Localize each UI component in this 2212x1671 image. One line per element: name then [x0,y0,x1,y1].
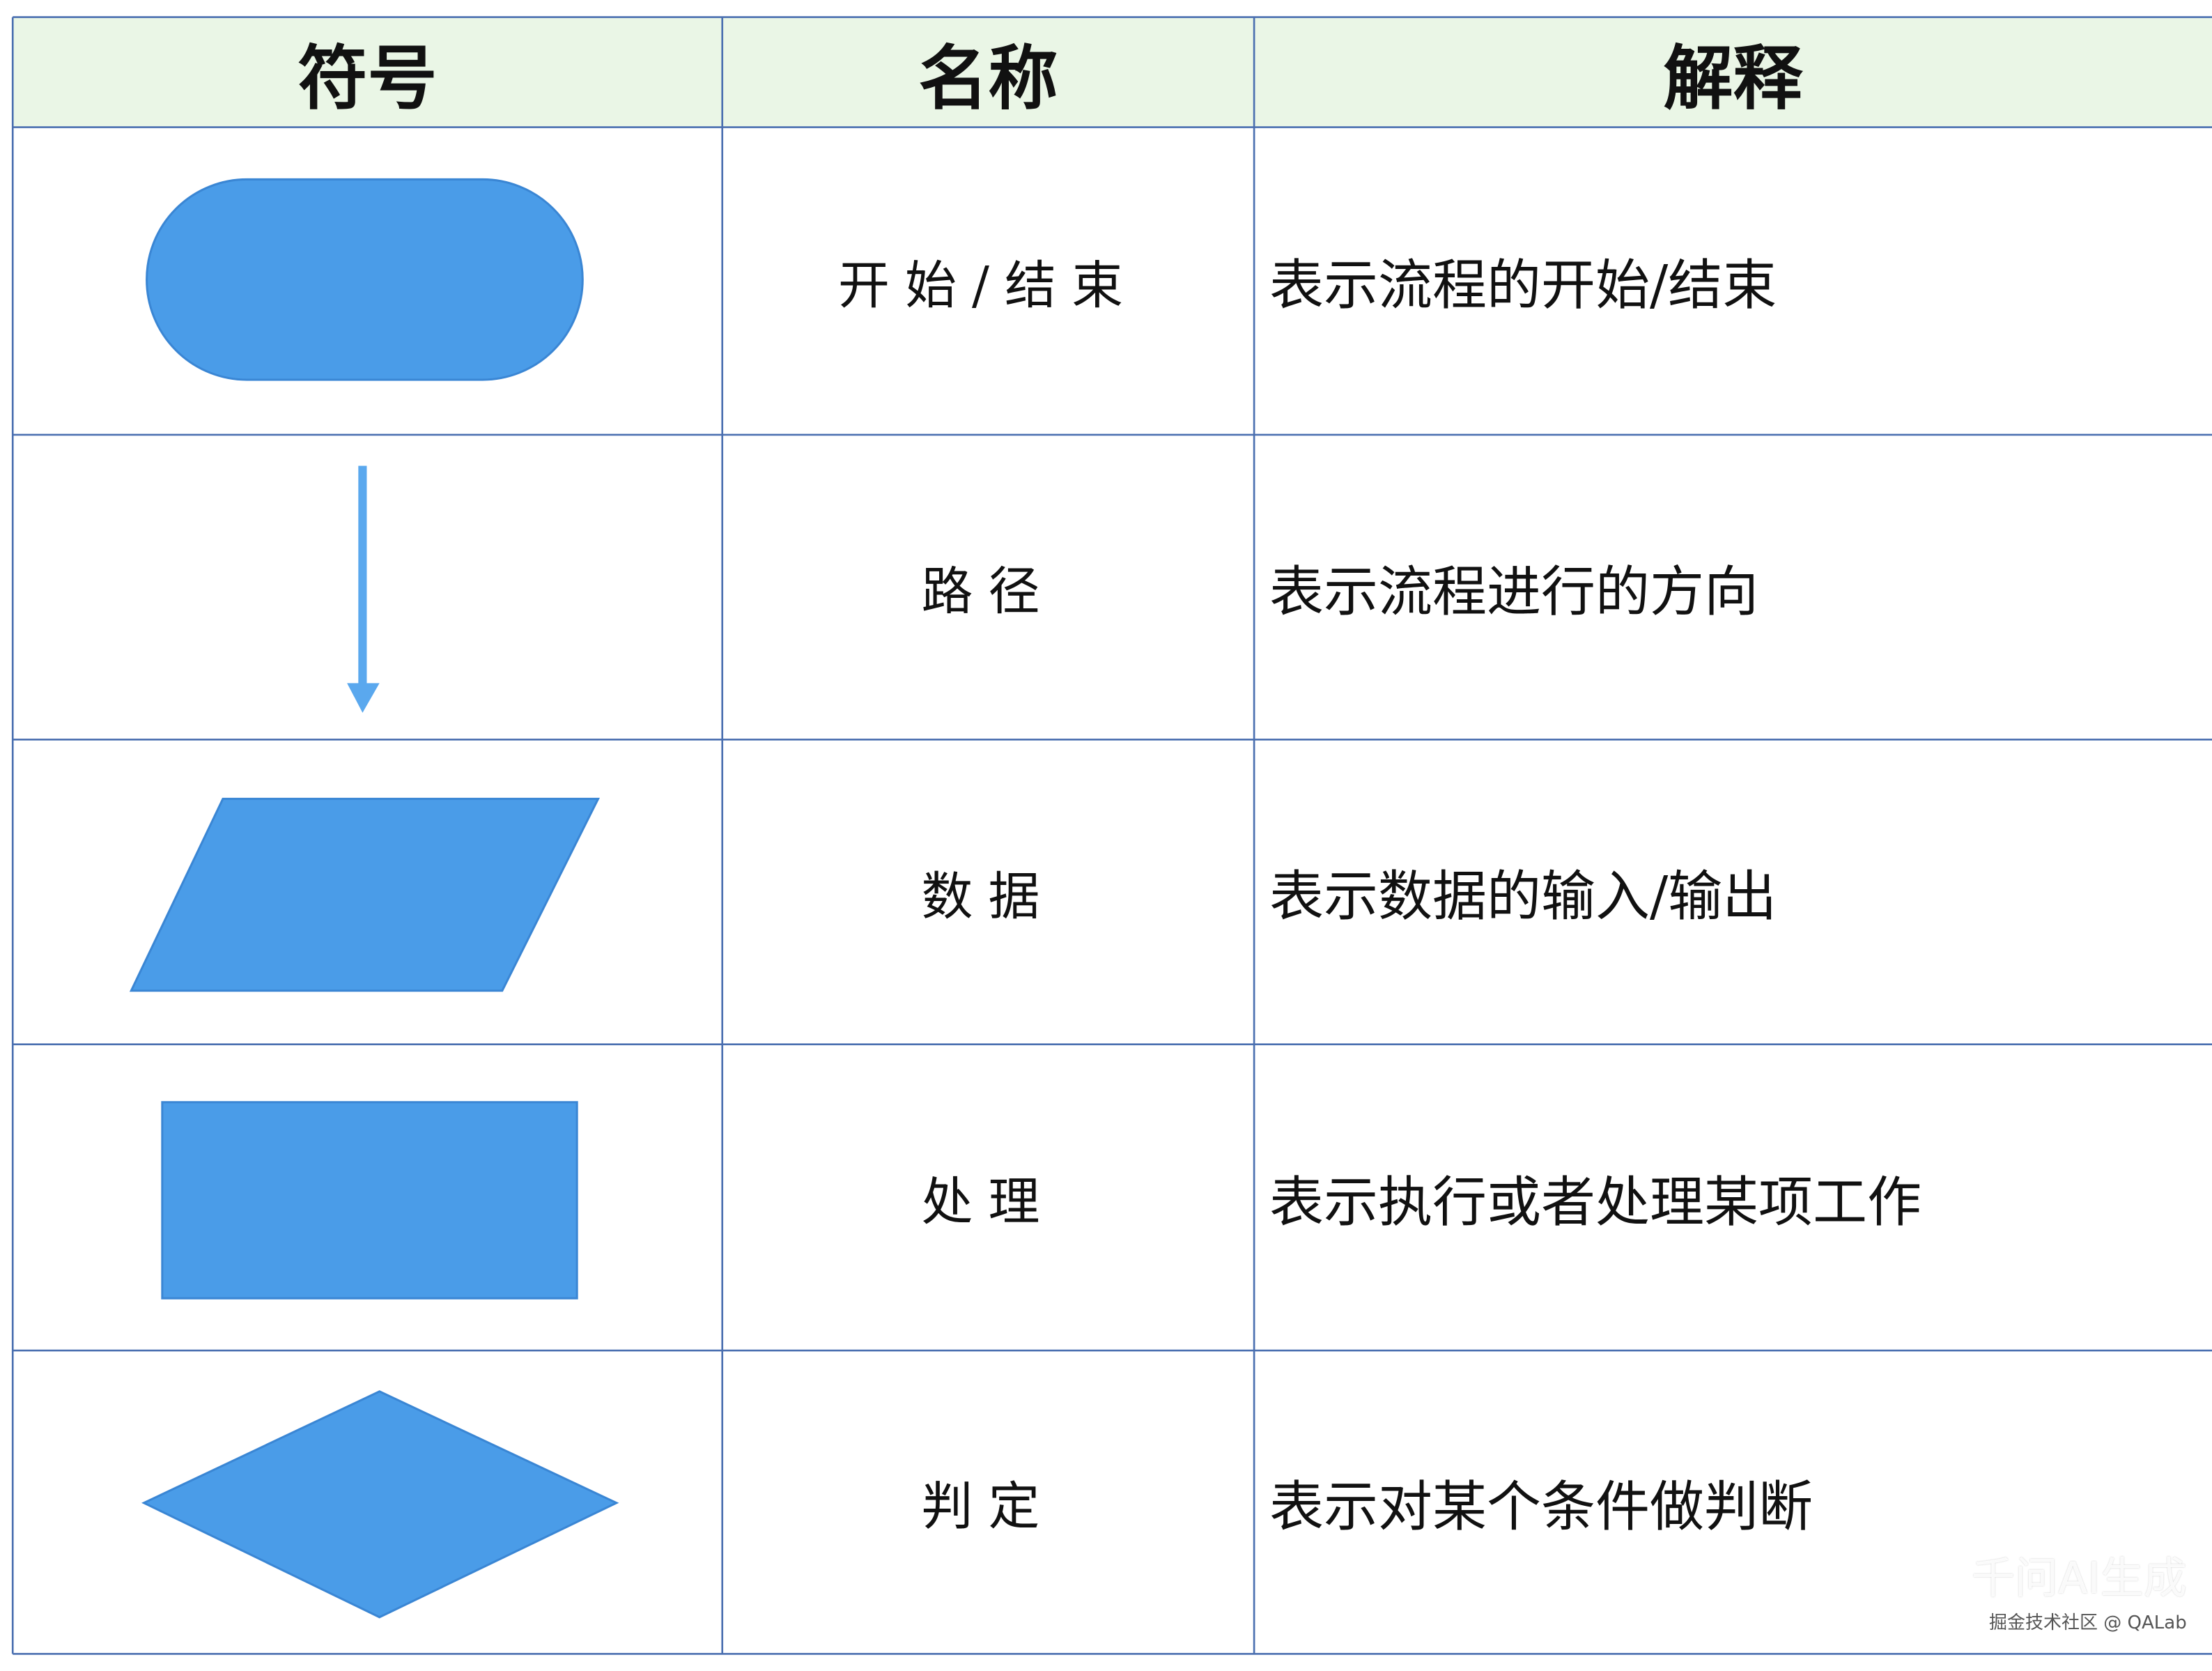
header-name: 名称 [918,38,1058,119]
header-description: 解释 [1663,38,1803,119]
row-name: 数据 [921,866,1055,927]
row-description: 表示对某个条件做判断 [1269,1475,1813,1539]
row-name: 处理 [921,1172,1055,1232]
rectangle-shape-icon [161,1101,578,1300]
row-description: 表示数据的输入/输出 [1269,865,1777,928]
row-name: 判定 [921,1477,1055,1537]
parallelogram-shape-icon [129,797,601,992]
row-description: 表示流程进行的方向 [1269,560,1759,624]
watermark-brand: 千问AI生成 [1972,1553,2187,1603]
row-name: 路径 [921,562,1055,622]
row-name: 开始/结束 [838,255,1138,316]
header-symbol: 符号 [297,38,438,119]
row-description: 表示流程的开始/结束 [1269,254,1777,317]
arrow-shape-icon [347,465,380,713]
table-grid [11,16,2212,1655]
header-background [13,17,2212,128]
row-description: 表示执行或者处理某项工作 [1269,1171,1922,1234]
diamond-shape-icon [141,1390,619,1619]
watermark-credit: 掘金技术社区 @ QALab [1989,1612,2187,1633]
terminator-shape-icon [146,178,584,381]
